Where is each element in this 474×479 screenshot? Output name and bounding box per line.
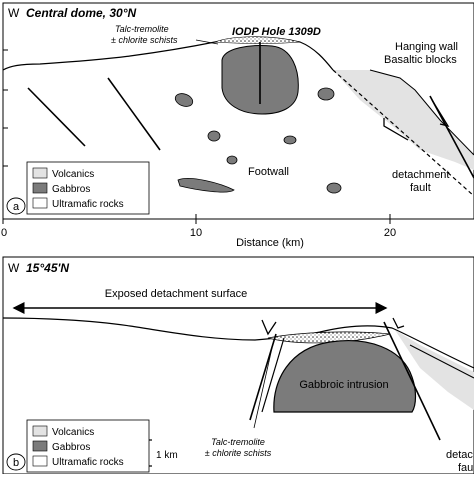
fault-right-b <box>383 321 441 441</box>
volcanics-right-b <box>395 330 474 410</box>
gabbroic-intrusion <box>273 340 417 413</box>
x-tick-label: 10 <box>190 227 202 239</box>
shear-sense-left-b <box>261 319 277 336</box>
x-axis-ticks <box>2 214 391 224</box>
legend-b: Volcanics Gabbros Ultramafic rocks <box>26 419 150 473</box>
panel-b-direction: W <box>8 261 20 275</box>
schist-patch-a <box>214 36 301 44</box>
shear-arrow-left <box>383 118 409 141</box>
gabbro-pod <box>326 182 342 194</box>
hanging-wall-label-2: Basaltic blocks <box>384 54 457 66</box>
x-tick-label: 20 <box>384 227 396 239</box>
fault-left-inner-b <box>261 337 285 413</box>
legend-a-label-ultramafic: Ultramafic rocks <box>52 199 124 210</box>
panel-a-direction: W <box>8 6 20 20</box>
legend-a-label-gabbros: Gabbros <box>52 184 90 195</box>
legend-b-label-volcanics: Volcanics <box>52 427 94 438</box>
gabbro-pod <box>174 93 194 107</box>
legend-b-swatch-volcanics <box>32 425 48 437</box>
legend-b-label-gabbros: Gabbros <box>52 442 90 453</box>
hanging-wall-label-1: Hanging wall <box>395 41 458 53</box>
intrusion-label: Gabbroic intrusion <box>299 379 388 391</box>
legend-b-swatch-gabbros <box>32 440 48 452</box>
panel-b-badge <box>6 453 26 471</box>
legend-b-swatch-ultramafic <box>32 455 48 467</box>
footwall-fault <box>107 77 161 151</box>
schist-leader-b <box>253 347 273 429</box>
x-tick-label: 0 <box>1 227 7 239</box>
hole-label: IODP Hole 1309D <box>232 26 321 38</box>
legend-b-label-ultramafic: Ultramafic rocks <box>52 457 124 468</box>
legend-a-swatch-gabbros <box>32 182 48 194</box>
x-axis-label: Distance (km) <box>236 237 304 249</box>
panel-b: Exposed detachment surface Gabbroic intr… <box>2 256 474 475</box>
legend-a-box <box>26 161 150 215</box>
detachment-label-1: detachment <box>392 169 449 181</box>
footwall-label: Footwall <box>248 166 289 178</box>
schist-label-a-2: ± chlorite schists <box>111 35 178 45</box>
panel-a-badge-letter: a <box>13 201 20 213</box>
detachment-label-b-1: detach <box>446 449 474 461</box>
gabbro-pod <box>283 135 297 145</box>
volcanics-top-b <box>409 344 474 379</box>
detachment-label-b-2: fau <box>458 462 473 474</box>
exposed-surface-label: Exposed detachment surface <box>105 288 247 300</box>
legend-b-box <box>26 419 150 473</box>
schist-label-b-2: ± chlorite schists <box>205 448 272 458</box>
legend-a-swatch-volcanics <box>32 167 48 179</box>
legend-a-label-volcanics: Volcanics <box>52 169 94 180</box>
y-axis-ticks <box>3 49 8 167</box>
detachment-label-2: fault <box>410 182 431 194</box>
panel-a: W Central dome, 30°N IODP Hole 1309D Tal… <box>1 2 474 249</box>
panel-a-badge <box>6 197 26 215</box>
legend-a: Volcanics Gabbros Ultramafic rocks <box>26 161 150 215</box>
gabbro-pod <box>226 155 238 165</box>
shear-sense-right-b <box>392 317 405 329</box>
gabbro-pod <box>177 178 235 193</box>
detachment-fault-line <box>332 69 474 197</box>
panel-a-frame <box>2 2 474 220</box>
schist-label-b-1: Talc-tremolite <box>211 437 265 447</box>
schist-label-a-1: Talc-tremolite <box>115 24 169 34</box>
seafloor-profile-b <box>2 317 474 369</box>
gabbro-pod <box>207 130 221 142</box>
panel-b-title: 15°45'N <box>26 261 69 275</box>
hanging-wall-volcanics <box>333 70 474 170</box>
footwall-fault <box>27 87 86 147</box>
legend-a-swatch-ultramafic <box>32 197 48 209</box>
hanging-wall-surface <box>369 69 474 156</box>
panel-b-badge-letter: b <box>13 457 19 469</box>
panel-a-title: Central dome, 30°N <box>26 6 136 20</box>
shear-arrow-right <box>431 99 450 128</box>
gabbro-pod <box>317 87 335 101</box>
scale-label: 1 km <box>156 450 178 461</box>
schist-leader-a <box>195 39 219 45</box>
schist-cap-b <box>267 331 391 344</box>
